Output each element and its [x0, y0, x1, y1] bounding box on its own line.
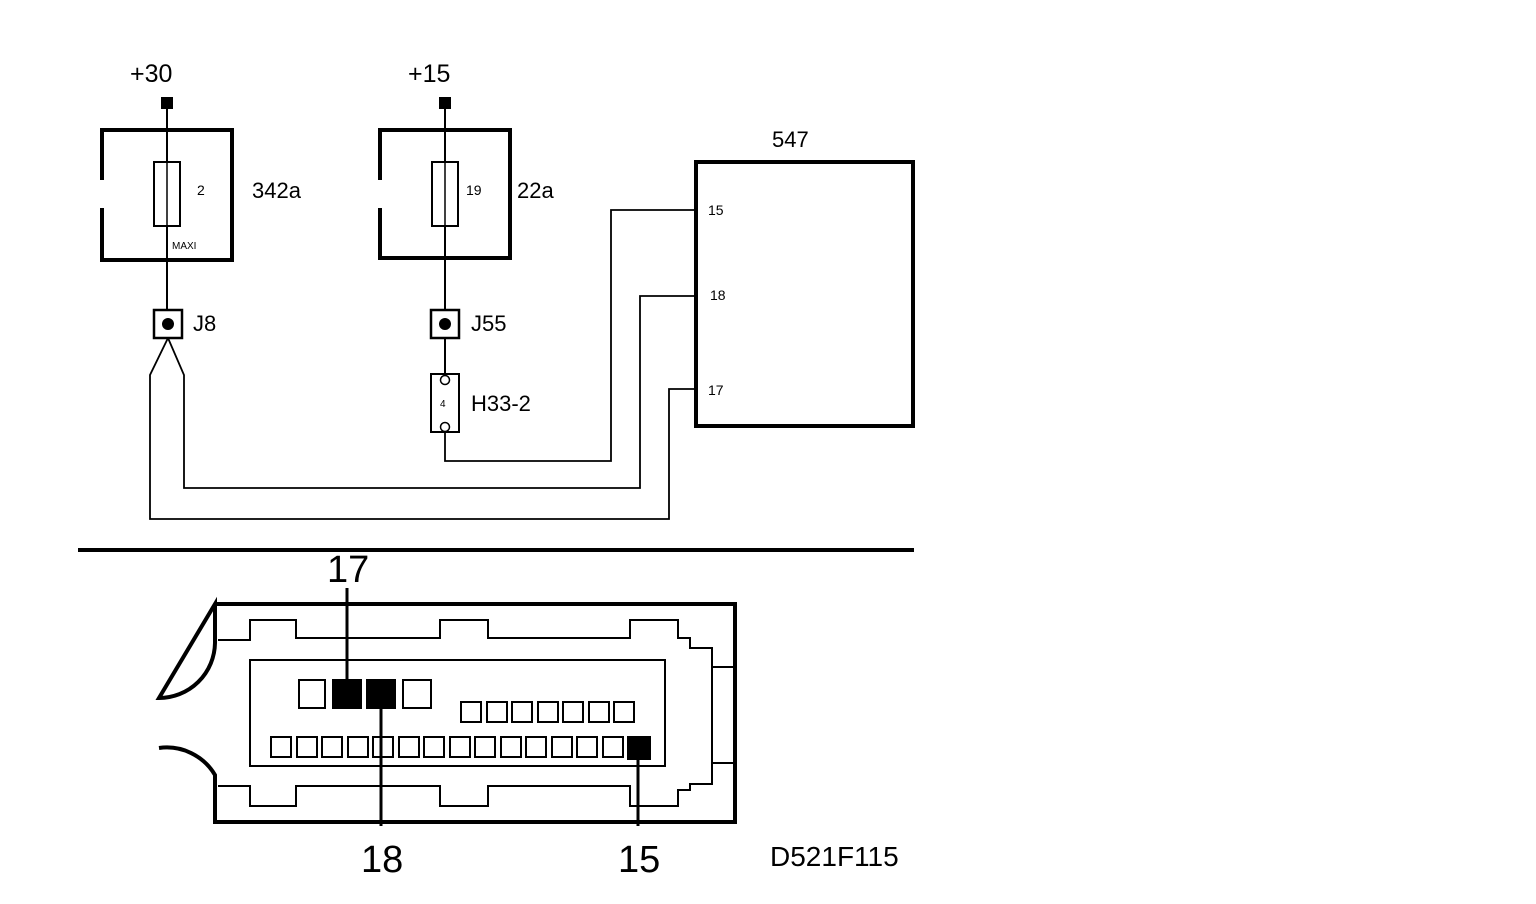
module-547-pin-17: 17: [708, 382, 724, 398]
drawing-code: D521F115: [770, 841, 899, 872]
module-547-pin-15: 15: [708, 202, 724, 218]
cavity-large: [402, 679, 432, 709]
fuse-box-342a-label: 342a: [252, 178, 302, 203]
h33-pin-number: 4: [440, 399, 446, 410]
connector-pinout-view: [155, 588, 737, 826]
module-547-label: 547: [772, 127, 809, 152]
connector-j55-label: J55: [471, 311, 506, 336]
wire-h33-to-pin15: [444, 209, 696, 462]
wire-j8-to-pin17: [149, 337, 696, 520]
cavity-row-bottom: [270, 736, 624, 758]
h33-bottom-terminal-icon: [439, 421, 451, 433]
module-547-pin-18: 18: [710, 287, 726, 303]
connector-j8-label: J8: [193, 311, 216, 336]
callout-pin-18: 18: [361, 839, 403, 881]
fuse-22a-number: 19: [466, 182, 482, 198]
fuse-342a-type: MAXI: [172, 241, 196, 252]
connector-j55-pin-icon: [439, 318, 451, 330]
component-h33-2: 4: [430, 373, 460, 433]
connector-housing: [155, 596, 737, 824]
supply-plus30-label: +30: [130, 60, 172, 88]
cavity-row-middle: [460, 701, 635, 723]
connector-inner-frame: [218, 619, 713, 807]
wire-j8-to-pin18: [167, 295, 696, 489]
fuse-box-22a: 19: [378, 128, 512, 260]
connector-pin-field: [249, 659, 666, 767]
callout-pin-15: 15: [618, 839, 660, 881]
cavity-large: [298, 679, 326, 709]
h33-top-terminal-icon: [439, 374, 451, 386]
fuse-342a-number: 2: [197, 182, 205, 198]
callout-pin-17: 17: [327, 549, 369, 591]
supply-plus15-label: +15: [408, 60, 450, 88]
supply-plus30-terminal: [161, 97, 173, 109]
supply-plus15-terminal: [439, 97, 451, 109]
module-547: [694, 160, 915, 428]
component-h33-2-label: H33-2: [471, 391, 531, 416]
connector-j8-pin-icon: [162, 318, 174, 330]
fuse-box-22a-label: 22a: [517, 178, 554, 203]
